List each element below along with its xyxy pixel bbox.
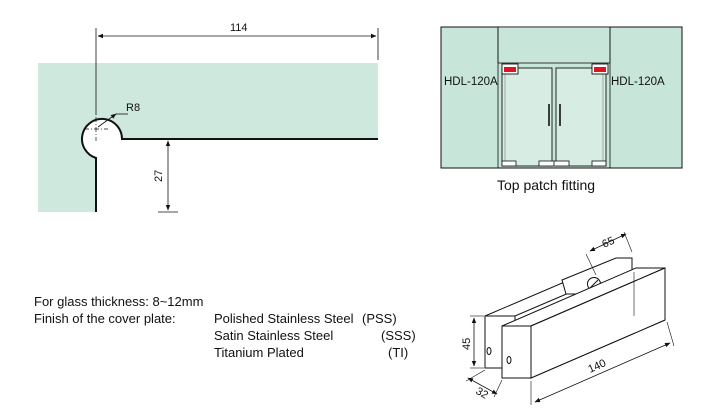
dim-top-ext-b <box>623 231 633 253</box>
dim-top-ext-a <box>585 253 597 276</box>
depth-dimension-label: 27 <box>153 170 165 182</box>
lug-pin-slot <box>589 279 599 289</box>
finish-name-2: Titanium Plated <box>214 345 304 360</box>
dim-height-label: 45 <box>461 338 473 350</box>
radius-leader <box>97 113 117 128</box>
finish-name-0: Polished Stainless Steel <box>214 311 354 326</box>
fitting-dimensions: 65 45 32 140 <box>461 231 675 405</box>
right-patch-red-mark <box>594 67 606 72</box>
thickness-line: For glass thickness: 8~12mm <box>34 294 203 309</box>
dim-top-label: 65 <box>600 235 616 251</box>
glass-panel-with-notch <box>38 63 378 212</box>
finish-code-2: (TI) <box>388 345 408 360</box>
finish-label: Finish of the cover plate: <box>34 311 176 326</box>
door-caption: Top patch fitting <box>497 177 595 193</box>
fitting-drawing <box>484 257 666 379</box>
fitting-label-left: HDL-120A <box>444 76 498 88</box>
dim-depth-ext-b <box>493 379 503 398</box>
front-plate-face <box>501 325 532 379</box>
finish-name-1: Satin Stainless Steel <box>214 328 333 343</box>
dim-depth-label: 32 <box>474 385 491 402</box>
dim-length-line <box>534 342 671 403</box>
right-bottom-fitting <box>591 160 607 167</box>
screw-hole-back <box>486 347 492 355</box>
left-bottom-fitting <box>501 160 517 167</box>
dim-depth-line <box>467 377 498 395</box>
dim-length-ext-b <box>666 321 675 347</box>
dim-depth-ext-a <box>465 369 486 382</box>
left-door-leaf <box>501 67 553 167</box>
notch-outline <box>81 117 378 212</box>
left-patch-red-mark <box>504 67 516 72</box>
finish-code-1: (SSS) <box>381 328 416 343</box>
finish-code-0: (PSS) <box>362 311 397 326</box>
dim-length-label: 140 <box>586 357 608 375</box>
door-drawing: HDL-120A HDL-120A Top patch fitting <box>440 26 683 193</box>
width-dimension-label: 114 <box>230 22 248 34</box>
dim-top-line <box>589 233 627 252</box>
cutout-drawing: 114 R8 27 <box>38 22 379 213</box>
fitting-label-right: HDL-120A <box>611 76 665 88</box>
right-door-leaf <box>555 67 607 167</box>
radius-dimension-label: R8 <box>126 102 140 114</box>
spec-text: For glass thickness: 8~12mm Finish of th… <box>34 294 416 360</box>
top-transom <box>497 26 611 64</box>
screw-hole-front <box>506 356 512 364</box>
